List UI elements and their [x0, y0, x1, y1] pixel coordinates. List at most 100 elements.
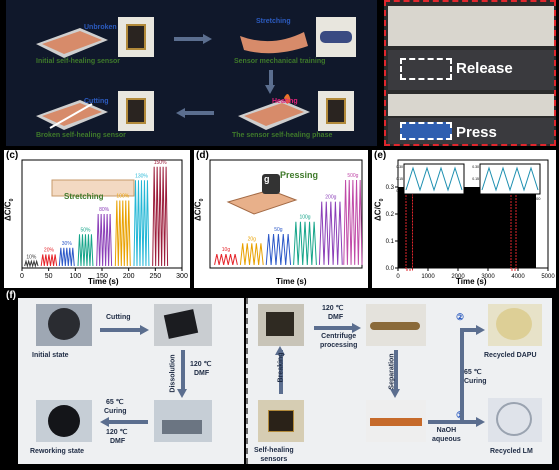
- photo-dissolved-dish: [154, 400, 212, 442]
- chart-d-series-0: [214, 254, 238, 266]
- chart-e-signal-band: [398, 187, 536, 268]
- label-separation: Separation: [388, 353, 396, 390]
- panel-c-label: (c): [6, 150, 19, 161]
- chart-d-series-5: [343, 180, 363, 265]
- chart-e-inset-xtick-0: 400: [439, 196, 446, 201]
- chart-c-xtick-label: 50: [45, 273, 53, 280]
- chart-e-xtick-label: 0: [396, 274, 400, 280]
- chart-e-inset-ytick-1: 0.00: [472, 189, 479, 193]
- chart-c-xtick-label: 200: [123, 273, 135, 280]
- chart-c-series-label-0: 10%: [26, 254, 37, 260]
- chart-d-inset-pad: [226, 189, 298, 215]
- chart-c-series-5: [114, 200, 131, 266]
- label-curing-left: Curing: [104, 408, 127, 415]
- chart-c-xlabel: Time (s): [88, 277, 119, 286]
- chart-c-xtick-label: 300: [176, 273, 188, 280]
- photo-sensor-stretch: [316, 17, 356, 57]
- chart-c-ylabel: ΔC/C0: [3, 198, 15, 221]
- photo-reworking-state: [36, 400, 92, 442]
- label-curing-right: Curing: [464, 378, 487, 385]
- chart-c-series-4: [96, 213, 113, 266]
- breadboard-bottom: [388, 94, 554, 116]
- chart-e-inset-ytick-0: 0.15: [396, 177, 403, 181]
- label-heating: Heating: [272, 98, 298, 105]
- chart-d-series-label-5: 500g: [347, 173, 358, 179]
- label-temp-120-left-top: 120 ℃: [190, 361, 212, 368]
- photo-sensor-initial: [118, 17, 154, 57]
- release-highlight: [400, 58, 452, 80]
- chart-d-series-2: [265, 234, 292, 265]
- label-reworking-state: Reworking state: [30, 448, 85, 455]
- chart-e-inset-xtick-0: 300: [405, 196, 412, 201]
- label-unbroken: Unbroken: [84, 24, 117, 31]
- chart-c-series-label-2: 30%: [62, 241, 73, 247]
- photo-separated-tube: [366, 400, 426, 442]
- chart-c-xtick-label: 0: [20, 273, 24, 280]
- chart-e-xtick-label: 1000: [421, 274, 435, 280]
- panel-a-process: Unbroken Initial self-healing sensor Str…: [6, 0, 377, 146]
- chart-d-series-label-0: 10g: [222, 247, 231, 253]
- label-broken-sensor: Broken self-healing sensor: [36, 132, 126, 139]
- label-dmf-left-top: DMF: [194, 370, 210, 377]
- chart-c-series-label-6: 130%: [135, 173, 148, 179]
- chart-e-inset-ytick-0: 0.30: [396, 165, 403, 169]
- photo-self-healing-sensor: [258, 400, 304, 442]
- sensor-sketch-heating: [232, 88, 312, 134]
- chart-e-ytick-label: 0.1: [386, 239, 395, 245]
- chart-e-xtick-label: 3000: [481, 274, 495, 280]
- chart-e-ytick-label: 0.2: [386, 212, 395, 218]
- weight-glyph: g: [264, 174, 270, 184]
- chart-d-ylabel: ΔC/C0: [193, 198, 205, 221]
- photo-initial-state: [36, 304, 92, 346]
- chart-c-series-1: [40, 254, 58, 267]
- photo-recycled-lm: [488, 398, 542, 442]
- chart-d-frame: [209, 159, 363, 269]
- chart-e-inset-wave-1: [481, 166, 539, 192]
- chart-e-ytick-label: 0.3: [386, 185, 395, 191]
- chart-e-xlabel: Time (s): [456, 277, 487, 286]
- photo-sensor-broken: [118, 91, 154, 131]
- chart-c-series-label-4: 80%: [99, 207, 110, 213]
- label-cutting: Cutting: [84, 98, 109, 105]
- breadboard-top: [388, 6, 554, 46]
- chart-c-series-3: [77, 234, 94, 266]
- chart-e-inset-ytick-0: 0.00: [396, 189, 403, 193]
- chart-e-inset-xtick-0: 350: [422, 196, 429, 201]
- chart-d-series-label-3: 100g: [299, 215, 310, 221]
- sensor-sketch-unbroken: [30, 14, 110, 60]
- chart-d-series-4: [318, 201, 343, 265]
- photo-centrifuge-tube: [366, 304, 426, 346]
- chart-c-series-label-1: 20%: [44, 248, 55, 254]
- panel-d-label: (d): [196, 150, 209, 161]
- chart-e-inset-ytick-1: 0.15: [472, 177, 479, 181]
- label-mechanical-training: Sensor mechanical training: [234, 58, 326, 65]
- label-temp-120-right: 120 ℃: [322, 305, 344, 312]
- photo-sensor-healed: [318, 91, 354, 131]
- chart-d-xlabel: Time (s): [276, 277, 307, 286]
- chart-c-xtick-label: 100: [69, 273, 81, 280]
- label-stretching-top: Stretching: [256, 18, 291, 25]
- label-temp-65-right: 65 ℃: [464, 369, 482, 376]
- chart-c-series-6: [133, 180, 150, 266]
- panel-b-photos: Release Press: [384, 0, 556, 146]
- chart-e-inset-xtick-0: 450: [457, 196, 464, 201]
- sensor-sketch-cut: [30, 88, 110, 134]
- chart-d-annotation: Pressing: [280, 170, 319, 180]
- chart-e-xtick-label: 4000: [511, 274, 525, 280]
- chart-e-xtick-label: 2000: [451, 274, 465, 280]
- label-step2: ②: [456, 312, 465, 322]
- press-highlight: [400, 122, 452, 140]
- label-dmf-left-bottom: DMF: [110, 438, 126, 445]
- label-recycled-lm: Recycled LM: [490, 448, 533, 455]
- chart-d-series-1: [239, 243, 264, 265]
- photo-broken-sensors: [258, 304, 304, 346]
- label-release: Release: [456, 60, 513, 77]
- label-cutting-f: Cutting: [106, 314, 131, 321]
